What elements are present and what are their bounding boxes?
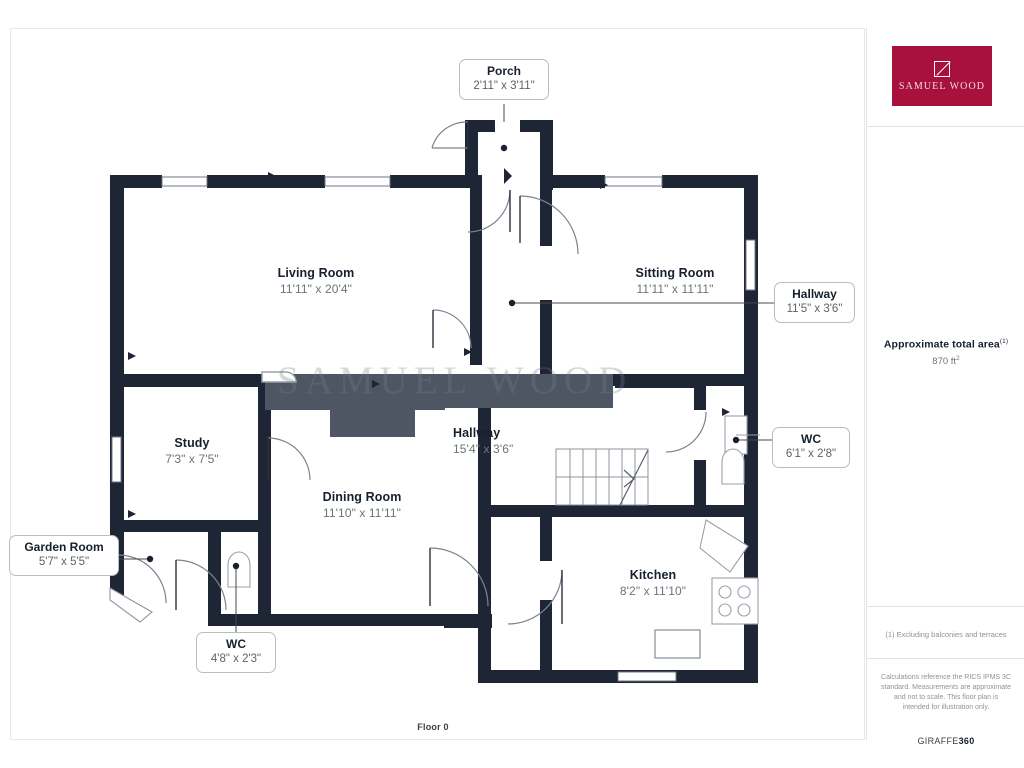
disclaimer-text: Calculations reference the RICS IPMS 3C … xyxy=(881,674,1011,711)
floor-plan-drawing xyxy=(109,104,775,683)
room-dimensions: 15'4" x 3'6" xyxy=(453,442,514,456)
room-label-sitting-room: Sitting Room 11'11" x 11'11" xyxy=(605,266,745,296)
callout-garden-room[interactable]: Garden Room 5'7" x 5'5" xyxy=(9,535,119,576)
room-dimensions: 4'8" x 2'3" xyxy=(210,653,262,665)
room-dimensions: 6'1" x 2'8" xyxy=(785,448,837,460)
room-label-living-room: Living Room 11'11" x 20'4" xyxy=(246,266,386,296)
sidebar: SAMUEL WOOD Approximate total area(1) 87… xyxy=(866,28,1024,746)
total-area-unit-exponent: 2 xyxy=(956,354,960,362)
brand-logo[interactable]: SAMUEL WOOD xyxy=(892,46,992,106)
fixtures xyxy=(227,415,760,625)
room-name: Hallway xyxy=(453,426,501,440)
sidebar-divider-2 xyxy=(867,606,1024,607)
wall-ticks xyxy=(128,168,730,518)
plan-border xyxy=(10,28,865,740)
room-name: Porch xyxy=(486,64,521,78)
callout-wc-upper[interactable]: WC 6'1" x 2'8" xyxy=(772,427,850,468)
stair-direction-arrow xyxy=(619,449,649,506)
room-name: Study xyxy=(174,436,210,450)
watermark-text: SAMUEL WOOD xyxy=(277,359,633,402)
brand-name: SAMUEL WOOD xyxy=(898,80,986,92)
logo-slash-icon xyxy=(934,60,950,77)
room-dimensions: 7'3" x 7'5" xyxy=(165,452,219,466)
total-area-number: 870 ft xyxy=(932,355,957,367)
room-dimensions: 8'2" x 11'10" xyxy=(619,584,687,598)
walls-group xyxy=(110,120,758,683)
room-name: Dining Room xyxy=(322,490,402,504)
room-dimensions: 11'5" x 3'6" xyxy=(786,303,843,315)
provider-brand-suffix: 360 xyxy=(958,736,975,746)
door-swings xyxy=(117,121,707,625)
total-area-title: Approximate total area(1) xyxy=(867,338,1024,351)
room-name: Kitchen xyxy=(629,568,677,582)
floor-label: Floor 0 xyxy=(417,722,449,732)
total-area-title-text: Approximate total area xyxy=(883,338,1000,351)
provider-brand-prefix: GIRAFFE xyxy=(917,736,959,746)
sidebar-divider-3 xyxy=(867,658,1024,659)
total-area-footnote-ref: (1) xyxy=(999,338,1009,345)
sidebar-divider-1 xyxy=(867,126,1024,127)
room-label-dining-room: Dining Room 11'10" x 11'11" xyxy=(292,490,432,520)
room-label-hallway: Hallway 15'4" x 3'6" xyxy=(453,426,585,456)
total-area-block: Approximate total area(1) 870 ft2 xyxy=(867,338,1024,367)
room-label-kitchen: Kitchen 8'2" x 11'10" xyxy=(588,568,718,598)
room-name: Sitting Room xyxy=(635,266,715,280)
room-name: Garden Room xyxy=(24,540,104,554)
room-dimensions: 5'7" x 5'5" xyxy=(38,556,90,568)
room-name: WC xyxy=(801,432,821,446)
room-dimensions: 2'11" x 3'11" xyxy=(473,80,535,92)
provider-brand: GIRAFFE360 xyxy=(867,736,1024,746)
callout-wc-lower[interactable]: WC 4'8" x 2'3" xyxy=(196,632,276,673)
footnote-text: (1) Excluding balconies and terraces xyxy=(885,630,1007,639)
room-label-study: Study 7'3" x 7'5" xyxy=(132,436,252,466)
room-dimensions: 11'11" x 11'11" xyxy=(636,282,714,296)
floor-plan-canvas[interactable]: Living Room 11'11" x 20'4" Sitting Room … xyxy=(0,0,866,768)
callout-porch[interactable]: Porch 2'11" x 3'11" xyxy=(459,59,549,100)
room-name: Living Room xyxy=(277,266,355,280)
room-dimensions: 11'10" x 11'11" xyxy=(323,506,401,520)
room-dimensions: 11'11" x 20'4" xyxy=(279,282,353,296)
total-area-value: 870 ft2 xyxy=(867,355,1024,367)
room-name: WC xyxy=(226,637,246,651)
room-name: Hallway xyxy=(792,287,837,301)
callout-hallway[interactable]: Hallway 11'5" x 3'6" xyxy=(774,282,855,323)
dimension-leaders xyxy=(111,104,775,632)
